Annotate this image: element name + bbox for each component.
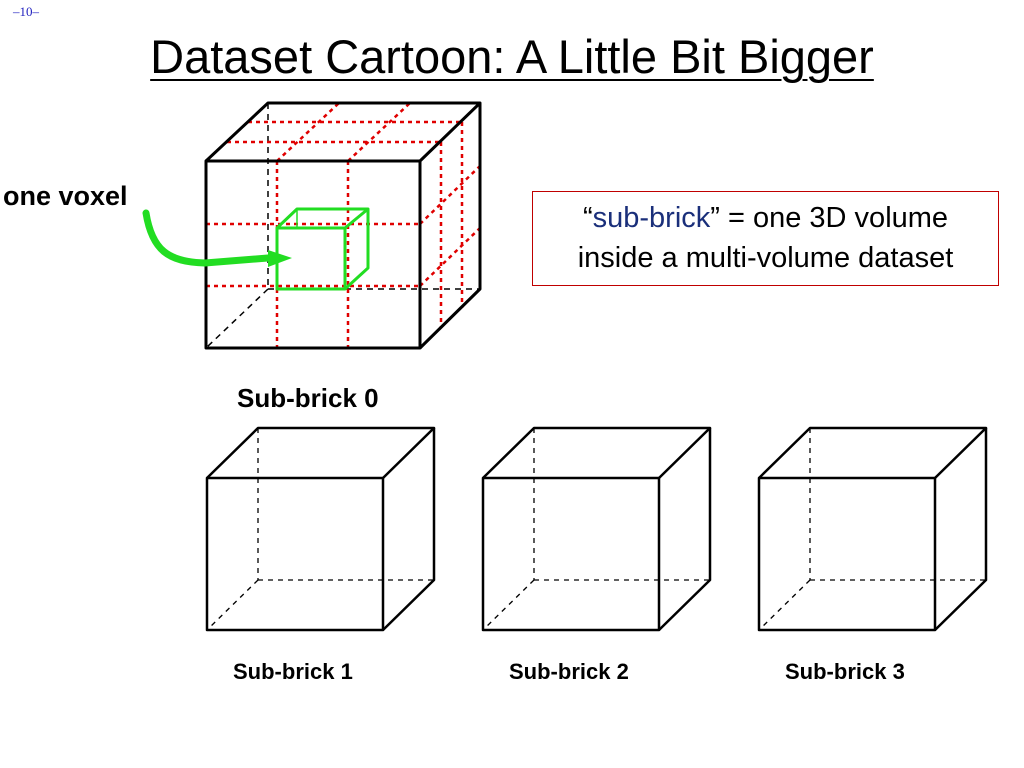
callout-line-1-rest: ” = one 3D volume (710, 202, 949, 234)
page-number: –10– (13, 4, 39, 19)
voxel-pointer-arrowhead (268, 250, 292, 267)
callout-term: sub-brick (592, 202, 711, 234)
sub-brick-0-label: Sub-brick 0 (237, 383, 379, 413)
slide-title: Dataset Cartoon: A Little Bit Bigger (0, 30, 1024, 84)
voxel-highlight (275, 207, 370, 291)
sub-brick-2-label: Sub-brick 2 (509, 659, 629, 684)
sub-brick-0-cube (204, 101, 482, 350)
slide-title-text: Dataset Cartoon: A Little Bit Bigger (150, 30, 874, 83)
sub-brick-0-outline (204, 101, 482, 350)
one-voxel-label: one voxel (3, 181, 128, 211)
callout-line-2: inside a multi-volume dataset (577, 242, 954, 274)
voxel-grid-lines (206, 102, 481, 348)
callout-line-1: “sub-brick” = one 3D volume (533, 198, 998, 238)
sub-brick-1-label: Sub-brick 1 (233, 659, 353, 684)
sub-brick-2-cube (481, 426, 712, 632)
sub-brick-3-label: Sub-brick 3 (785, 659, 905, 684)
sub-brick-3-cube (757, 426, 988, 632)
sub-brick-0-hidden-edges (205, 103, 480, 349)
sub-brick-1-cube (205, 426, 436, 632)
callout-open-quote: “ (582, 202, 593, 234)
sub-brick-definition-callout: “sub-brick” = one 3D volume inside a mul… (532, 191, 999, 286)
voxel-pointer-arrow (142, 209, 272, 267)
